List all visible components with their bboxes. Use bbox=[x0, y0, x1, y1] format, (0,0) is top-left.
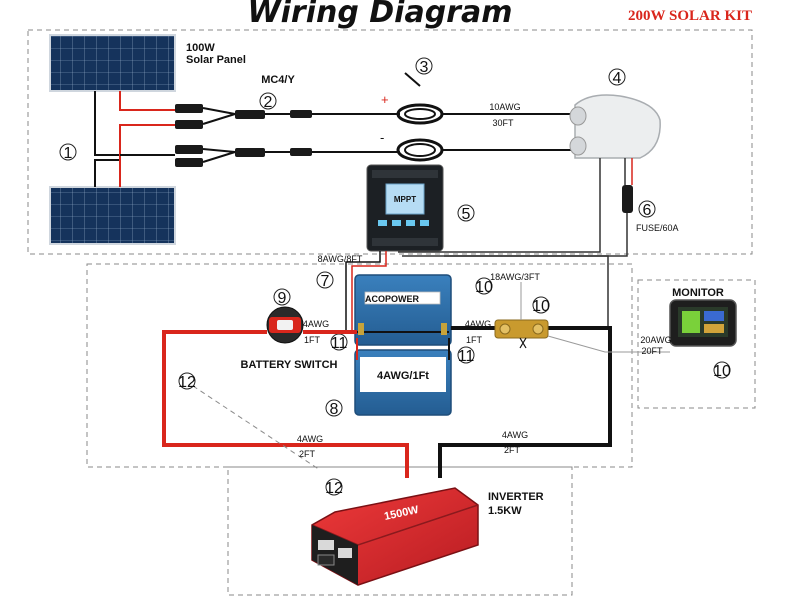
positive-sign: + bbox=[381, 92, 389, 107]
mc4-y-connectors bbox=[175, 104, 312, 167]
shunt bbox=[494, 319, 549, 349]
shunt-awg: 4AWG bbox=[465, 319, 491, 329]
shunt-awg-number: 10 bbox=[475, 279, 493, 296]
inverter bbox=[311, 487, 479, 586]
solar-panel-label-1: 100W bbox=[186, 42, 215, 54]
switch-label: BATTERY SWITCH bbox=[241, 359, 338, 371]
controller-battery-number-circle bbox=[316, 271, 334, 289]
switch-number: 9 bbox=[278, 290, 287, 307]
switch-length: 1FT bbox=[304, 335, 321, 345]
cable-length: 30FT bbox=[492, 118, 514, 128]
mc4-label: MC4/Y bbox=[261, 74, 295, 86]
battery-switch bbox=[266, 306, 304, 344]
shunt-awg-number-circle bbox=[475, 277, 493, 295]
battery-top bbox=[354, 274, 452, 346]
controller-to-battery-wires bbox=[345, 251, 387, 330]
solar-panel-number: 1 bbox=[64, 145, 73, 162]
inverter-cable-number: 12 bbox=[178, 374, 196, 391]
battery-region-box bbox=[86, 263, 633, 468]
solar-region-box bbox=[27, 29, 753, 255]
terminal-right-number-circle bbox=[457, 346, 475, 364]
negative-sign: - bbox=[380, 130, 384, 145]
battery-brand: ACOPOWER bbox=[365, 294, 420, 304]
shunt-sense-wires bbox=[520, 282, 670, 353]
controller-number-circle bbox=[457, 204, 475, 222]
cable-awg: 10AWG bbox=[489, 102, 520, 112]
monitor-length: 20FT bbox=[641, 346, 663, 356]
cable-number: 3 bbox=[420, 59, 429, 76]
inverter-region-box bbox=[227, 466, 573, 596]
solar-panel-top bbox=[49, 34, 176, 92]
mc4-number: 2 bbox=[264, 94, 273, 111]
negative-wire-path bbox=[438, 255, 612, 478]
fuse-label: FUSE/60A bbox=[636, 223, 679, 233]
battery-number: 8 bbox=[330, 401, 339, 418]
monitor-number-circle bbox=[713, 361, 731, 379]
shunt-number-circle bbox=[532, 296, 550, 314]
solar-panel-number-circle bbox=[59, 143, 77, 161]
monitor-region-box bbox=[637, 279, 756, 409]
terminal-left-number: 11 bbox=[331, 335, 348, 352]
battery-bottom bbox=[354, 349, 452, 416]
fuse-number: 6 bbox=[643, 202, 652, 219]
inverter-cable-bottom-circle bbox=[325, 478, 343, 496]
gland-number: 4 bbox=[613, 70, 622, 87]
inverter-cable-length-right: 2FT bbox=[504, 445, 521, 455]
controller-battery-number: 7 bbox=[321, 273, 330, 290]
shunt-length: 1FT bbox=[466, 335, 483, 345]
solar-panel-label-2: Solar Panel bbox=[186, 54, 246, 66]
switch-number-circle bbox=[273, 288, 291, 306]
inverter-label-2: 1.5KW bbox=[488, 505, 522, 517]
battery-link-label: 4AWG/1Ft bbox=[377, 370, 429, 382]
kit-label: 200W SOLAR KIT bbox=[628, 8, 752, 24]
mc4-number-circle bbox=[259, 92, 277, 110]
gland-number-circle bbox=[608, 68, 626, 86]
shunt-awg-label: 18AWG/3FT bbox=[490, 272, 540, 282]
positive-wire-path bbox=[162, 330, 409, 478]
controller-screen-text: MPPT bbox=[394, 195, 416, 204]
inverter-cable-awg-left: 4AWG bbox=[297, 434, 323, 444]
monitor-awg: 20AWG bbox=[640, 335, 671, 345]
switch-awg: 4AWG bbox=[303, 319, 329, 329]
terminal-right-number: 11 bbox=[458, 348, 475, 365]
cable-number-circle bbox=[415, 57, 433, 75]
inverter-label-1: INVERTER bbox=[488, 491, 544, 503]
solar-panel-bottom bbox=[49, 186, 176, 245]
inverter-cable-awg-right: 4AWG bbox=[502, 430, 528, 440]
extension-cable-coils bbox=[312, 72, 575, 162]
battery-monitor bbox=[669, 299, 737, 347]
controller-number: 5 bbox=[462, 206, 471, 223]
shunt-number: 10 bbox=[532, 298, 550, 315]
charge-controller bbox=[366, 164, 444, 252]
diagram-title: Wiring Diagram bbox=[248, 0, 513, 30]
inverter-cable-bottom-number: 12 bbox=[325, 480, 343, 497]
battery-series-links bbox=[356, 323, 450, 360]
monitor-label: MONITOR bbox=[672, 287, 724, 299]
inverter-cable-number-circle bbox=[178, 372, 196, 390]
entry-gland bbox=[569, 94, 661, 159]
controller-battery-label: 8AWG/8FT bbox=[318, 254, 363, 264]
battery-number-circle bbox=[325, 399, 343, 417]
monitor-number: 10 bbox=[713, 363, 731, 380]
fuse-number-circle bbox=[638, 200, 656, 218]
inverter-cable-leader bbox=[192, 385, 321, 471]
panel-leads bbox=[94, 91, 175, 187]
inverter-cable-length-left: 2FT bbox=[299, 449, 316, 459]
